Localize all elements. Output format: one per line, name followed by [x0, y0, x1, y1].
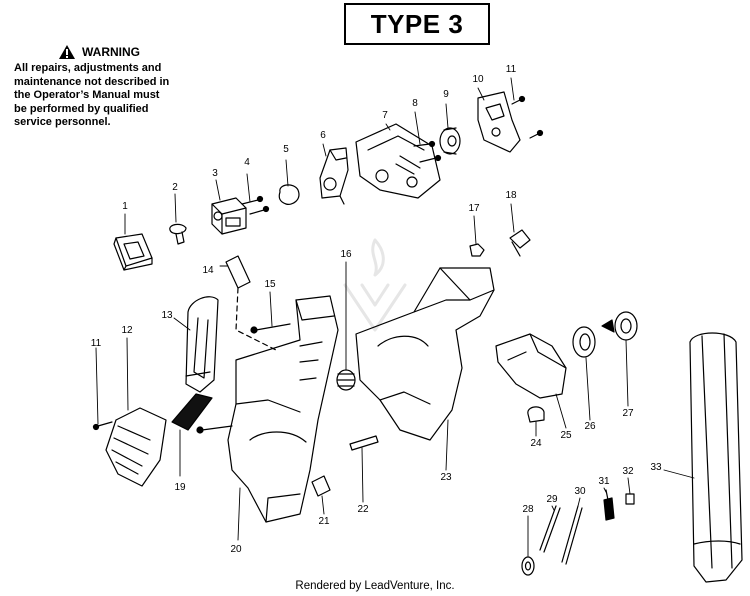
part-26-ring[interactable]	[572, 326, 596, 358]
label-part-11-top: 11	[506, 64, 517, 75]
part-25-elbow-nozzle[interactable]	[495, 333, 567, 399]
label-part-29: 29	[546, 494, 558, 505]
label-part-21: 21	[318, 516, 330, 527]
label-part-3: 3	[212, 168, 218, 179]
label-part-14: 14	[202, 265, 214, 276]
label-part-6: 6	[320, 130, 326, 141]
part-17-nut[interactable]	[469, 243, 485, 257]
label-part-2: 2	[172, 182, 178, 193]
leader-dashed	[235, 287, 277, 351]
label-part-25: 25	[560, 430, 572, 441]
warning-notice: WARNING All repairs, adjustments and mai…	[14, 44, 184, 130]
part-16-impeller[interactable]	[336, 369, 356, 391]
label-part-7: 7	[382, 110, 388, 121]
part-7-cover-plate[interactable]	[355, 123, 441, 199]
part-30-tube[interactable]	[561, 505, 583, 565]
label-part-17: 17	[468, 203, 480, 214]
part-2-fitting[interactable]	[169, 223, 187, 245]
warning-text: All repairs, adjustments and maintenance…	[14, 62, 170, 128]
part-21-clip[interactable]	[311, 475, 331, 497]
part-15-screw[interactable]	[250, 323, 291, 334]
part-23-blower-housing-upper[interactable]	[355, 267, 495, 441]
part-13-handle[interactable]	[185, 296, 219, 393]
part-1-filter-frame[interactable]	[113, 233, 153, 271]
label-part-5: 5	[283, 144, 289, 155]
part-20-screw[interactable]	[196, 425, 233, 434]
part-10-mounting-plate[interactable]	[477, 91, 521, 153]
part-9-bearing[interactable]	[439, 127, 461, 155]
part-12-filter-cover[interactable]	[105, 407, 167, 487]
watermark-logo	[343, 238, 407, 332]
leader-lines	[95, 77, 695, 557]
label-part-9: 9	[443, 89, 449, 100]
label-part-27: 27	[622, 408, 634, 419]
part-32-fitting[interactable]	[625, 493, 635, 505]
part-6-throttle-housing[interactable]	[319, 147, 349, 205]
label-part-26: 26	[584, 421, 596, 432]
type-title: TYPE 3	[370, 8, 464, 39]
part-11-screw-left[interactable]	[92, 421, 113, 431]
part-22-pin[interactable]	[349, 435, 379, 451]
part-5-gasket[interactable]	[278, 184, 300, 205]
part-11-screws-top[interactable]	[511, 95, 544, 139]
part-8-screws[interactable]	[413, 140, 442, 163]
warning-icon	[59, 45, 75, 59]
part-24-cap[interactable]	[527, 406, 545, 423]
label-part-15: 15	[264, 279, 276, 290]
label-part-4: 4	[244, 157, 250, 168]
part-4-screws[interactable]	[241, 195, 270, 215]
label-part-16: 16	[340, 249, 352, 260]
part-3-carburetor[interactable]	[211, 197, 247, 235]
label-part-31: 31	[598, 476, 610, 487]
label-part-8: 8	[412, 98, 418, 109]
label-part-24: 24	[530, 438, 542, 449]
label-part-19: 19	[174, 482, 186, 493]
warning-header: WARNING	[14, 44, 184, 60]
part-29-tube[interactable]	[539, 505, 561, 553]
part-33-blower-tube[interactable]	[689, 332, 743, 583]
label-part-12: 12	[121, 325, 133, 336]
type-title-box: TYPE 3	[344, 3, 490, 45]
label-part-28: 28	[522, 504, 534, 515]
part-27-collar[interactable]	[601, 311, 638, 341]
warning-title: WARNING	[82, 45, 140, 59]
part-20-blower-housing-lower[interactable]	[227, 295, 339, 523]
part-31-valve[interactable]	[603, 489, 615, 521]
label-part-10: 10	[472, 74, 484, 85]
footer-credit: Rendered by LeadVenture, Inc.	[295, 580, 455, 592]
label-part-23: 23	[440, 472, 452, 483]
part-28-washer[interactable]	[521, 556, 535, 576]
label-part-33: 33	[650, 462, 662, 473]
part-18-knob[interactable]	[509, 229, 531, 257]
part-19-filter-element[interactable]	[171, 393, 213, 431]
label-part-1: 1	[122, 201, 128, 212]
label-part-30: 30	[574, 486, 586, 497]
part-14-filter-pad[interactable]	[225, 255, 251, 289]
label-part-18: 18	[505, 190, 517, 201]
label-part-13: 13	[161, 310, 173, 321]
label-part-32: 32	[622, 466, 634, 477]
label-part-11-left: 11	[91, 338, 102, 349]
label-part-22: 22	[357, 504, 369, 515]
label-part-20: 20	[230, 544, 242, 555]
